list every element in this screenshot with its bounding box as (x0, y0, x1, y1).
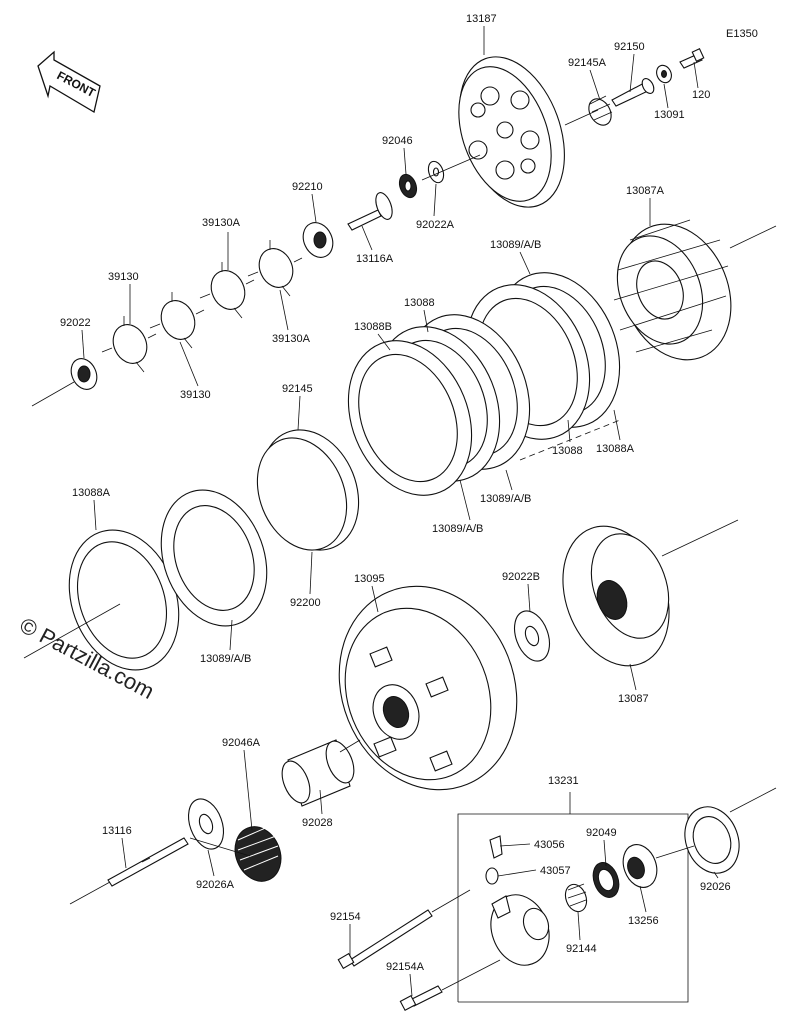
label-39130A-top: 39130A (202, 217, 241, 229)
bolt-92154A (399, 985, 443, 1011)
washer-92026A (187, 798, 225, 850)
part-labels: 13187 92150 92145A 120 13091 92046 92210… (60, 13, 731, 973)
cam-39130-upper (149, 292, 205, 349)
pressure-plate (458, 56, 565, 208)
bleeder-43056 (489, 835, 503, 859)
front-arrow-icon: FRONT (37, 50, 101, 114)
label-43056: 43056 (534, 839, 565, 851)
label-13231: 13231 (548, 775, 579, 787)
steel-plate-13089 (160, 489, 268, 627)
label-13116: 13116 (102, 825, 132, 837)
label-92145: 92145 (282, 383, 313, 395)
spring-92145A (588, 95, 613, 126)
label-92144: 92144 (566, 943, 597, 955)
rod-13116 (107, 837, 189, 887)
label-92046A: 92046A (222, 737, 261, 749)
cam-39130A-lower (199, 262, 255, 319)
label-13089AB-low: 13089/A/B (432, 523, 483, 535)
label-92026A: 92026A (196, 879, 235, 891)
bearing-92046 (398, 173, 418, 199)
spring-ring-92145 (256, 429, 360, 551)
label-13088-top: 13088 (404, 297, 435, 309)
label-92145A: 92145A (568, 57, 607, 69)
label-13256: 13256 (628, 915, 659, 927)
label-92210: 92210 (292, 181, 323, 193)
label-13087A: 13087A (626, 185, 665, 197)
label-92022: 92022 (60, 317, 91, 329)
label-13095: 13095 (354, 573, 385, 585)
label-13187: 13187 (466, 13, 497, 25)
washer-13091 (656, 64, 672, 84)
diagram-code: E1350 (726, 28, 758, 40)
seal-92049 (592, 862, 620, 898)
label-92150: 92150 (614, 41, 645, 53)
label-92154: 92154 (330, 911, 361, 923)
label-13088A-left: 13088A (72, 487, 111, 499)
label-92022A: 92022A (416, 219, 455, 231)
seal-92144 (564, 883, 588, 913)
piston-13256 (622, 844, 658, 888)
label-92026: 92026 (700, 881, 731, 893)
leader-lines (81, 53, 719, 997)
label-92028: 92028 (302, 817, 333, 829)
bolt-92150 (611, 78, 655, 107)
label-92049: 92049 (586, 827, 617, 839)
bearing-92210 (302, 222, 334, 258)
clutch-hub-13087 (562, 525, 670, 667)
label-13089AB-left: 13089/A/B (200, 653, 251, 665)
plate-stack (347, 272, 621, 496)
label-13088A-right: 13088A (596, 443, 635, 455)
label-120: 120 (692, 89, 710, 101)
label-13116A: 13116A (356, 253, 394, 265)
cam-39130A-upper (247, 240, 303, 297)
nut-92022 (70, 358, 98, 390)
collar-92028 (281, 739, 355, 807)
label-13091: 13091 (654, 109, 685, 121)
washer-92022B (513, 610, 551, 662)
release-lever (490, 894, 550, 966)
label-92154A: 92154A (386, 961, 425, 973)
pushrod-13116A (347, 192, 393, 231)
cam-39130-lower (101, 316, 157, 373)
bolt-120 (679, 48, 705, 69)
label-13089AB-mid: 13089/A/B (480, 493, 531, 505)
label-39130-top: 39130 (108, 271, 139, 283)
label-13089AB-top: 13089/A/B (490, 239, 541, 251)
clutch-hub-13087A (613, 219, 732, 361)
label-39130A-bottom: 39130A (272, 333, 311, 345)
label-39130-bottom: 39130 (180, 389, 211, 401)
label-13087: 13087 (618, 693, 649, 705)
clutch-housing-13095 (338, 585, 518, 791)
label-13088-bottom: 13088 (552, 445, 583, 457)
label-92022B: 92022B (502, 571, 540, 583)
label-92046: 92046 (382, 135, 413, 147)
label-43057: 43057 (540, 865, 571, 877)
label-92200: 92200 (290, 597, 321, 609)
friction-plate-13088A (68, 529, 180, 671)
cap-43057 (485, 867, 499, 885)
gasket-92026 (684, 806, 740, 874)
label-13088B: 13088B (354, 321, 392, 333)
needle-bearing-92046A (234, 825, 282, 882)
bolt-92154 (337, 909, 433, 970)
washer-92022A (427, 160, 445, 184)
